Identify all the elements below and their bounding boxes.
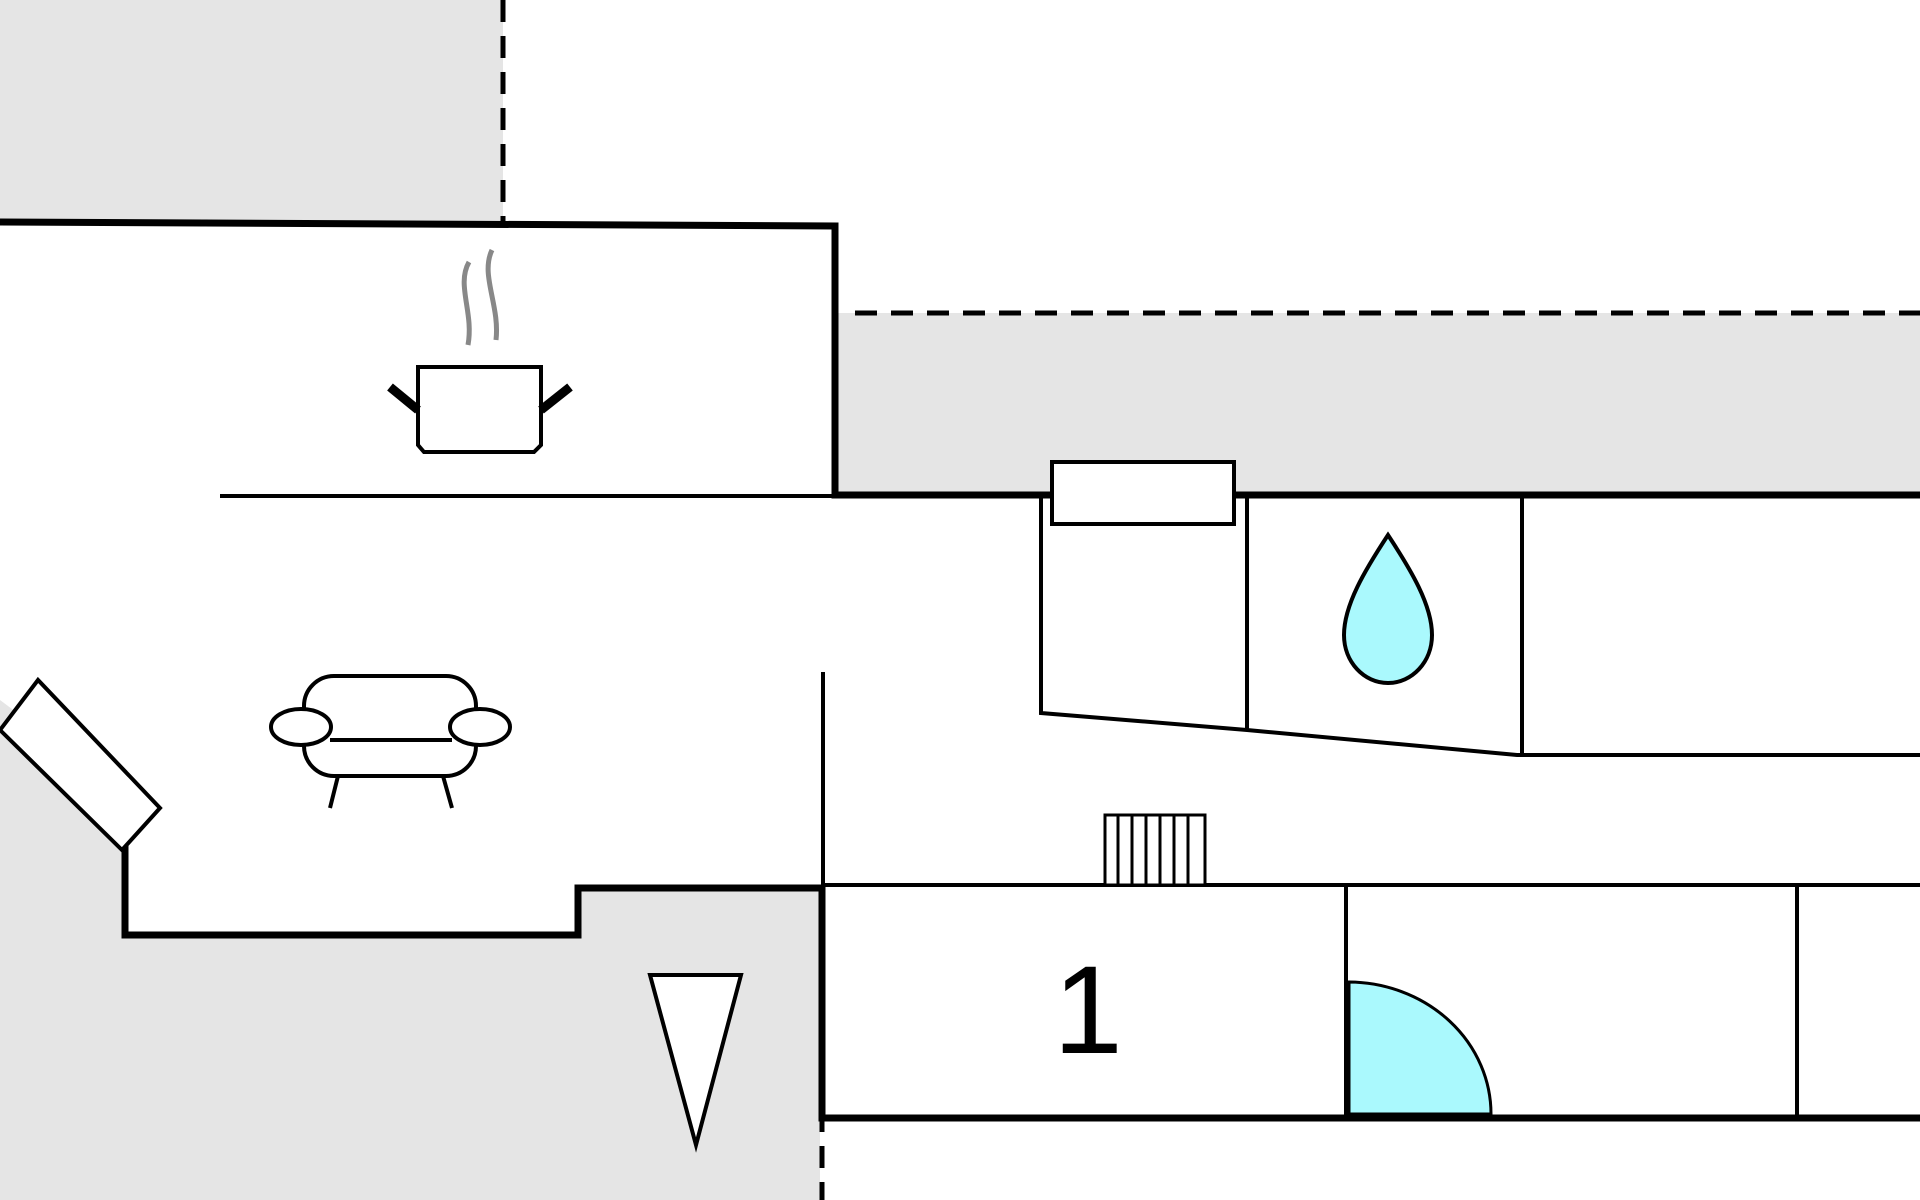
- bathroom-outline: [1039, 496, 1920, 757]
- window-left: [0, 676, 163, 853]
- terrace-bottom-left: [0, 700, 820, 1200]
- shower-quarter-circle-icon: [1347, 980, 1493, 1116]
- window-bathroom: [1050, 460, 1236, 526]
- room-number-label: 1: [1053, 941, 1123, 1080]
- entrance-triangle-icon: [647, 973, 744, 1153]
- terrace-top-right: [835, 313, 1920, 493]
- radiator-icon: [1103, 813, 1207, 887]
- terrace-top-left: [0, 0, 503, 222]
- exterior-wall-top: [0, 218, 1920, 499]
- exterior-wall-left-bottom: [121, 845, 1920, 1122]
- sofa-icon: [269, 674, 512, 809]
- cooking-pot-icon: [387, 248, 573, 454]
- water-drop-icon: [1341, 531, 1435, 686]
